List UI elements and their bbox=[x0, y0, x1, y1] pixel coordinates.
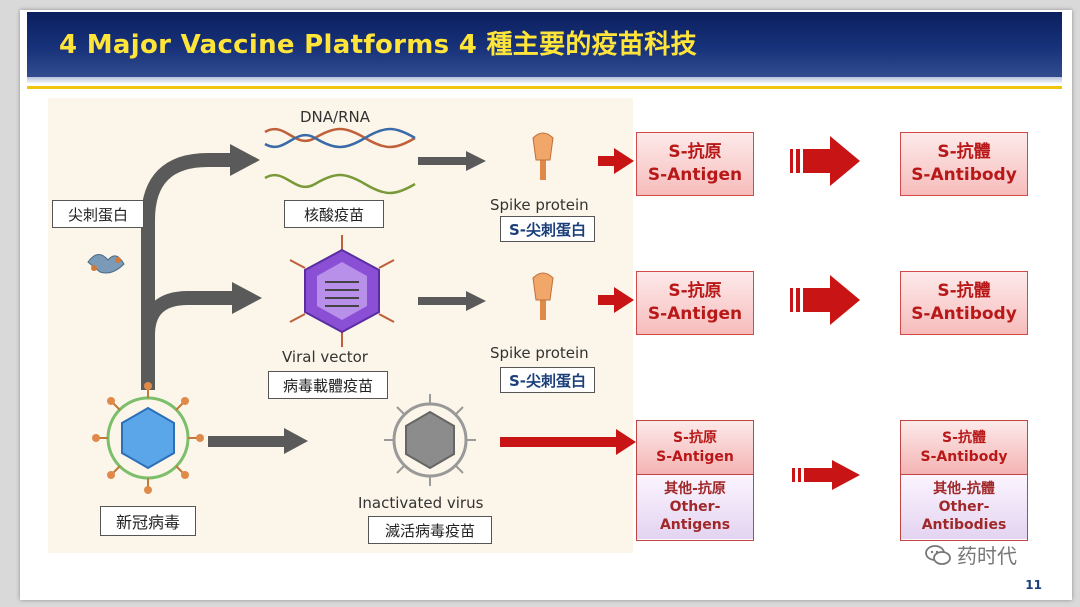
other-antibody-section: 其他-抗體 Other- Antibodies bbox=[901, 475, 1027, 539]
spike-protein-icon-2 bbox=[532, 272, 554, 320]
covid-virus-icon bbox=[92, 382, 204, 494]
antibody-box-1: S-抗體 S-Antibody bbox=[900, 132, 1028, 196]
branch-arrows bbox=[141, 153, 238, 390]
inactivated-virus-label: Inactivated virus bbox=[358, 494, 484, 512]
slide-title: 4 Major Vaccine Platforms 4 種主要的疫苗科技 bbox=[59, 30, 697, 60]
spike-protein-cn-1: S-尖刺蛋白 bbox=[500, 216, 595, 242]
antigen-box-2: S-抗原 S-Antigen bbox=[636, 271, 754, 335]
s-antigen-section: S-抗原 S-Antigen bbox=[637, 421, 753, 475]
antigen-en: S-Antigen bbox=[647, 304, 743, 324]
diagram-graphics bbox=[87, 127, 860, 494]
dna-rna-label: DNA/RNA bbox=[300, 108, 370, 126]
antigen-cn: S-抗原 bbox=[668, 142, 722, 163]
slide: 4 Major Vaccine Platforms 4 種主要的疫苗科技 bbox=[20, 10, 1072, 600]
red-arrow-2 bbox=[598, 287, 634, 313]
antibody-en: S-Antibody bbox=[920, 448, 1008, 465]
viral-vector-label: Viral vector bbox=[282, 348, 368, 366]
spike-protein-cn-2: S-尖刺蛋白 bbox=[500, 367, 595, 393]
antibody-cn: S-抗體 bbox=[937, 281, 991, 302]
antibody-cn: S-抗體 bbox=[937, 142, 991, 163]
divider-line bbox=[27, 86, 1062, 89]
red-arrow-1 bbox=[598, 148, 634, 174]
nucleic-vaccine-label: 核酸疫苗 bbox=[284, 200, 384, 228]
spike-protein-icon-1 bbox=[532, 132, 554, 180]
arrow-head-mid bbox=[232, 282, 262, 314]
arrow-covid-to-inactivated bbox=[208, 428, 308, 454]
other-antibody-cn: 其他-抗體 bbox=[933, 480, 995, 497]
antibody-box-3: S-抗體 S-Antibody 其他-抗體 Other- Antibodies bbox=[900, 420, 1028, 541]
spike-molecule-icon bbox=[87, 254, 125, 274]
antigen-box-3: S-抗原 S-Antigen 其他-抗原 Other- Antigens bbox=[636, 420, 754, 541]
wechat-icon bbox=[925, 544, 951, 565]
watermark-text: 药时代 bbox=[957, 544, 1017, 568]
antigen-cn: S-抗原 bbox=[673, 430, 717, 447]
arrow-head-top bbox=[230, 144, 260, 176]
antibody-en: S-Antibody bbox=[911, 165, 1017, 185]
inactivated-cn-label: 滅活病毒疫苗 bbox=[368, 516, 492, 544]
other-antigen-en1: Other- bbox=[669, 498, 721, 515]
page-number: 11 bbox=[1025, 578, 1042, 592]
inactivated-virus-icon bbox=[384, 394, 476, 486]
title-bar: 4 Major Vaccine Platforms 4 種主要的疫苗科技 bbox=[27, 12, 1062, 83]
dna-helix-icon bbox=[264, 127, 416, 195]
viral-vector-icon bbox=[289, 235, 395, 347]
antigen-cn: S-抗原 bbox=[668, 281, 722, 302]
other-antibody-en1: Other- bbox=[938, 498, 990, 515]
other-antibody-en2: Antibodies bbox=[921, 517, 1007, 534]
spike-protein-label-1: Spike protein bbox=[490, 196, 589, 214]
spike-protein-label-2: Spike protein bbox=[490, 344, 589, 362]
arrow-vector-to-spike bbox=[418, 291, 486, 311]
other-antigen-en2: Antigens bbox=[659, 517, 731, 534]
antigen-en: S-Antigen bbox=[647, 165, 743, 185]
antibody-en: S-Antibody bbox=[911, 304, 1017, 324]
arrow-dna-to-spike bbox=[418, 151, 486, 171]
antigen-box-1: S-抗原 S-Antigen bbox=[636, 132, 754, 196]
other-antigen-section: 其他-抗原 Other- Antigens bbox=[637, 475, 753, 539]
spike-label: 尖刺蛋白 bbox=[52, 200, 144, 228]
red-arrow-3 bbox=[500, 429, 636, 455]
watermark: 药时代 bbox=[925, 540, 1017, 569]
big-arrow-3 bbox=[792, 460, 860, 490]
antibody-box-2: S-抗體 S-Antibody bbox=[900, 271, 1028, 335]
antibody-cn: S-抗體 bbox=[942, 430, 986, 447]
big-arrow-1 bbox=[790, 136, 860, 186]
s-antibody-section: S-抗體 S-Antibody bbox=[901, 421, 1027, 475]
antigen-en: S-Antigen bbox=[656, 448, 734, 465]
viral-vector-cn-label: 病毒載體疫苗 bbox=[268, 371, 388, 399]
big-arrow-2 bbox=[790, 275, 860, 325]
covid-label: 新冠病毒 bbox=[100, 506, 196, 536]
other-antigen-cn: 其他-抗原 bbox=[664, 480, 726, 497]
